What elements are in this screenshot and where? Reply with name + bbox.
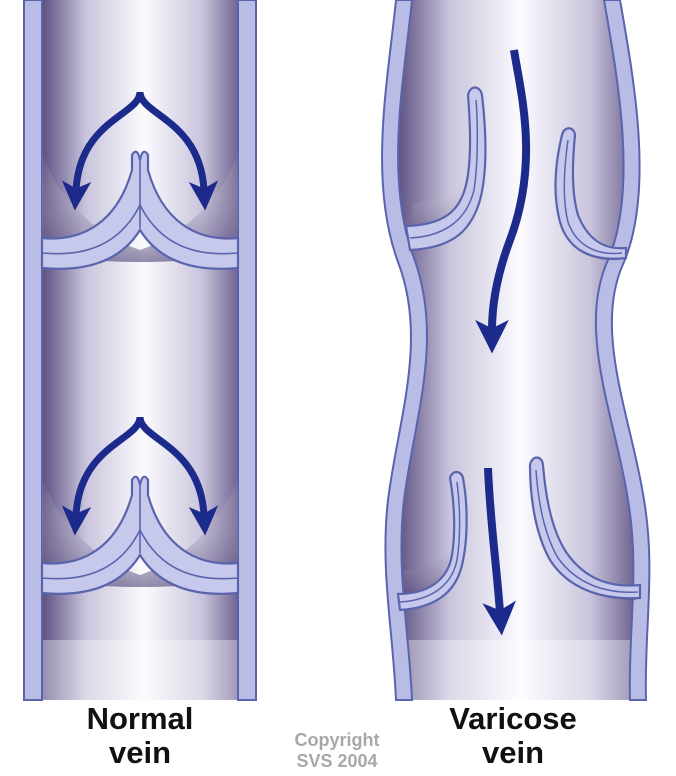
varicose-vein-caption-line2: vein — [408, 736, 618, 770]
normal-vein-caption: Normal vein — [40, 702, 240, 770]
vein-wall — [238, 0, 256, 700]
varicose-vein — [382, 0, 660, 700]
varicose-vein-caption-line1: Varicose — [408, 702, 618, 736]
copyright-line2: SVS 2004 — [262, 751, 412, 772]
copyright-line1: Copyright — [262, 730, 412, 751]
normal-vein — [20, 0, 270, 700]
varicose-vein-caption: Varicose vein — [408, 702, 618, 770]
copyright-notice: Copyright SVS 2004 — [262, 730, 412, 772]
vein-wall — [24, 0, 42, 700]
normal-vein-caption-line1: Normal — [40, 702, 240, 736]
normal-vein-caption-line2: vein — [40, 736, 240, 770]
